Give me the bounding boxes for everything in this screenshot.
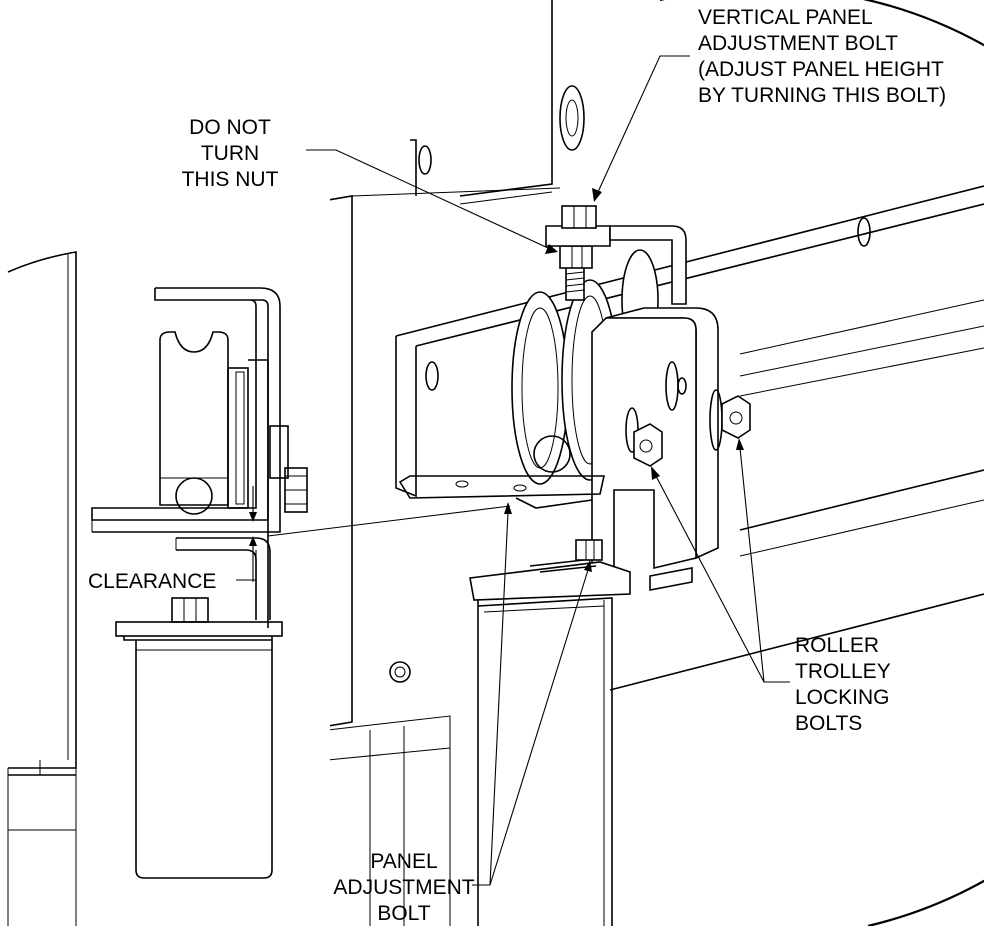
bottom-nut-side	[115, 597, 283, 879]
detail-circle-outline	[660, 0, 984, 928]
top-fixed-bracket	[410, 0, 585, 205]
callout-roller-trolley-line-1: ROLLER	[795, 634, 879, 657]
clearance-marker	[249, 486, 257, 582]
callout-do-not-turn-line-2: TURN	[201, 142, 259, 165]
callout-roller-trolley-line-4: BOLTS	[795, 712, 862, 735]
callout-text: VERTICAL PANEL ADJUSTMENT BOLT (ADJUST P…	[88, 6, 946, 925]
header-bracket	[91, 287, 281, 533]
callout-panel-bolt-line-3: BOLT	[377, 902, 430, 925]
door-panel-left	[7, 251, 77, 926]
callout-vertical-bolt-line-4: BY TURNING THIS BOLT)	[698, 84, 946, 107]
callout-do-not-turn-line-1: DO NOT	[189, 116, 271, 139]
magnified-detail	[330, 0, 984, 928]
track-rail	[395, 185, 984, 691]
wall-panel	[330, 187, 561, 926]
callout-roller-trolley-line-2: TROLLEY	[795, 660, 891, 683]
callout-vertical-bolt-line-2: ADJUSTMENT BOLT	[698, 32, 898, 55]
callout-panel-bolt-line-1: PANEL	[370, 850, 437, 873]
callout-roller-trolley-line-3: LOCKING	[795, 686, 890, 709]
panel-adjustment-bolt-assembly	[469, 539, 693, 926]
detail-link-line	[267, 505, 511, 537]
roller-wheel-side	[159, 331, 249, 515]
callout-vertical-bolt-line-1: VERTICAL PANEL	[698, 6, 873, 29]
callout-vertical-bolt-line-3: (ADJUST PANEL HEIGHT	[698, 58, 944, 81]
callout-do-not-turn-line-3: THIS NUT	[182, 168, 279, 191]
callout-leaders	[236, 55, 790, 886]
vertical-adjustment-bolt-assembly	[545, 205, 611, 301]
callout-panel-bolt-line-2: ADJUSTMENT	[333, 876, 474, 899]
side-view-detail	[7, 251, 308, 926]
trolley-locking-bolts	[633, 377, 751, 467]
callout-clearance: CLEARANCE	[88, 570, 216, 593]
